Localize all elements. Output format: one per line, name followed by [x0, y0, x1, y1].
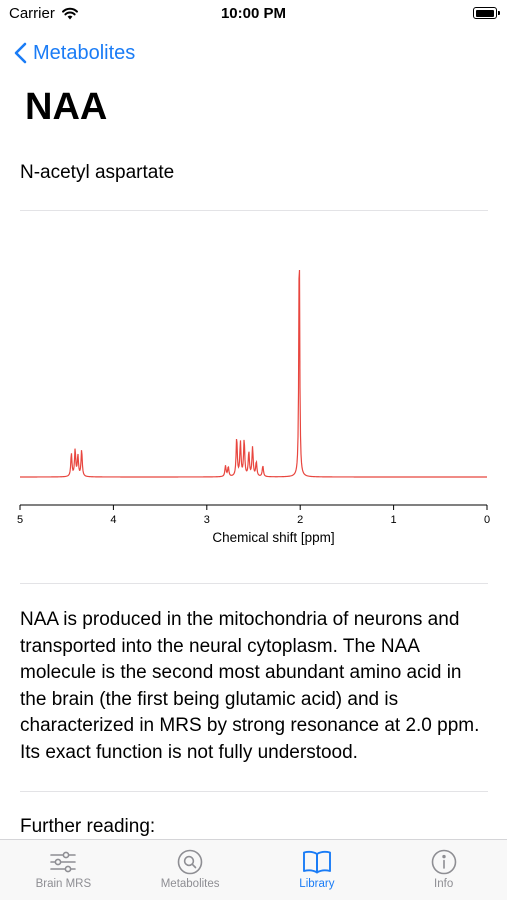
- spectrum-series-line: [20, 270, 487, 478]
- battery-fill: [475, 9, 494, 17]
- x-tick-label: 5: [17, 514, 23, 526]
- x-axis-label: Chemical shift [ppm]: [212, 530, 334, 545]
- tab-metabolites[interactable]: Metabolites: [127, 840, 254, 900]
- info-circle-icon: [431, 849, 456, 875]
- page-subtitle: N-acetyl aspartate: [20, 162, 175, 183]
- description-text: NAA is produced in the mitochondria of n…: [20, 609, 480, 763]
- battery-icon: [473, 7, 500, 19]
- tab-bar: Brain MRS Metabolites Library Info: [0, 839, 507, 900]
- wifi-icon: [61, 7, 78, 20]
- x-tick-label: 1: [391, 514, 397, 526]
- carrier-label: Carrier: [9, 5, 55, 22]
- tab-label: Metabolites: [160, 878, 220, 890]
- book-icon: [302, 850, 331, 874]
- tab-info[interactable]: Info: [380, 840, 507, 900]
- tab-brain-mrs[interactable]: Brain MRS: [0, 840, 127, 900]
- tab-label: Brain MRS: [35, 878, 92, 890]
- status-time: 10:00 PM: [220, 5, 287, 22]
- tab-library[interactable]: Library: [254, 840, 381, 900]
- back-button[interactable]: Metabolites: [14, 38, 135, 68]
- further-reading-heading: Further reading:: [20, 816, 156, 837]
- status-bar: Carrier 10:00 PM: [0, 0, 507, 30]
- tab-label: Library: [299, 878, 335, 890]
- back-label: Metabolites: [33, 41, 136, 64]
- x-tick-label: 4: [110, 514, 116, 526]
- sliders-icon: [50, 851, 77, 873]
- divider: [20, 210, 488, 211]
- status-carrier: Carrier: [9, 5, 79, 22]
- x-tick-label: 2: [297, 514, 303, 526]
- divider: [20, 791, 488, 792]
- x-tick-label: 0: [484, 514, 490, 526]
- chevron-left-icon: [14, 42, 27, 64]
- page-title: NAA: [25, 86, 108, 128]
- tab-label: Info: [434, 878, 454, 890]
- divider: [20, 583, 488, 584]
- x-tick-label: 3: [204, 514, 210, 526]
- search-circle-icon: [177, 849, 203, 875]
